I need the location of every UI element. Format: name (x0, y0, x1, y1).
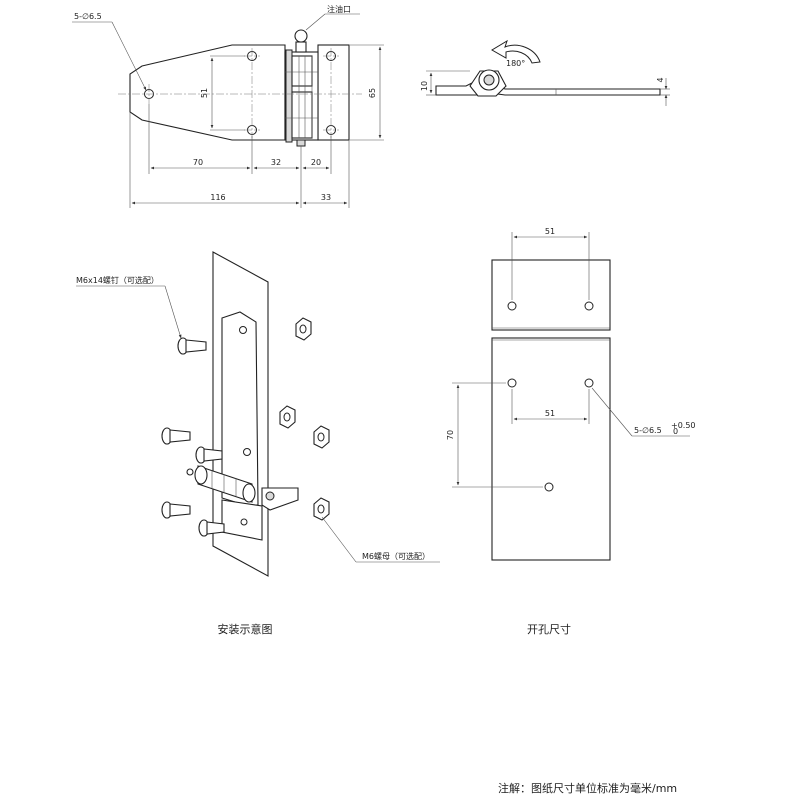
hole-spec-top-label: 5-∅6.5 (74, 12, 102, 21)
dim-front-33: 33 (321, 193, 331, 202)
caption-cutout: 开孔尺寸 (527, 622, 571, 636)
nut-1 (295, 317, 312, 341)
cutout-hole-2 (584, 301, 594, 311)
cutout-hole-1 (507, 301, 517, 311)
cutout-top-panel (491, 259, 611, 331)
dim-front-20: 20 (311, 158, 321, 167)
front-right-leaf (317, 44, 350, 141)
cutout-hole-4 (584, 378, 594, 388)
screw-3 (195, 446, 223, 464)
side-knuckle (469, 69, 507, 97)
pin-end (296, 139, 306, 147)
dim-front-116: 116 (210, 193, 225, 202)
cutout-bottom-panel (491, 337, 611, 561)
cutout-view: 51 51 70 5-∅6.5 +0.50 0 (446, 227, 696, 561)
footer-note: 注解：图纸尺寸单位标准为毫米/mm (498, 781, 677, 795)
dim-cutout-70: 70 (446, 430, 455, 440)
rotation-label: 180° (506, 59, 525, 68)
front-left-leaf (129, 44, 286, 141)
cutout-hole-3 (507, 378, 517, 388)
hole-spec-bottom-label: 5-∅6.5 (634, 426, 662, 435)
dim-cutout-51-top: 51 (545, 227, 555, 236)
screw-callout-label: M6x14螺钉（可选配） (76, 275, 159, 285)
tolerance-lower: 0 (673, 427, 678, 436)
front-knuckle (284, 49, 319, 143)
nut-4 (313, 497, 330, 521)
nut-callout-label: M6螺母（可选配） (362, 551, 430, 561)
dim-side-4: 4 (656, 77, 665, 82)
oil-port-nipple (294, 29, 308, 53)
caption-installation: 安装示意图 (218, 622, 273, 636)
tolerance-upper: +0.50 (671, 421, 696, 430)
nut-2 (279, 405, 296, 429)
dim-front-70: 70 (193, 158, 203, 167)
install-knuckle (186, 465, 275, 503)
front-view (118, 29, 362, 147)
front-dimensions: 5-∅6.5 注油口 51 65 70 32 20 116 33 (72, 4, 384, 208)
screw-1 (177, 337, 207, 355)
rotation-arrow-icon (491, 39, 541, 64)
dim-front-32: 32 (271, 158, 281, 167)
installation-view: M6x14螺钉（可选配） M6螺母（可选配） (76, 251, 440, 577)
screw-5 (198, 519, 225, 537)
dim-cutout-51-mid: 51 (545, 409, 555, 418)
screw-4 (161, 501, 191, 519)
dim-front-51: 51 (200, 88, 209, 98)
oil-port-label: 注油口 (327, 4, 351, 14)
cutout-hole-5 (544, 482, 554, 492)
nut-3 (313, 425, 330, 449)
side-view: 180° 10 4 (420, 39, 670, 106)
dim-side-10: 10 (420, 81, 429, 91)
screw-2 (161, 427, 191, 445)
side-right-plate (497, 85, 661, 96)
dim-front-65: 65 (368, 88, 377, 98)
